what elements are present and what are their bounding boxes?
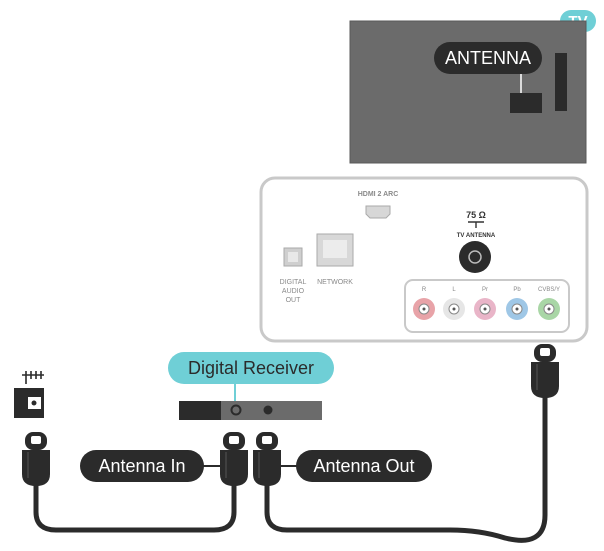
digital-receiver-label-pill (168, 352, 334, 384)
antenna-label: ANTENNA (445, 48, 531, 68)
cable-antenna-to-receiver (33, 482, 237, 533)
digital-receiver-label: Digital Receiver (188, 358, 314, 378)
cable-receiver-to-tv (264, 395, 548, 543)
tv-antenna-port (459, 241, 491, 273)
rca-jack-cvbs (538, 298, 560, 320)
digital-audio-label-line2: AUDIO (282, 288, 305, 295)
rca-label-l: L (452, 287, 456, 293)
digital-receiver: Digital Receiver (168, 352, 334, 420)
antenna-symbol-icon (468, 221, 484, 228)
antenna-mast-icon (22, 371, 44, 384)
antenna-in-label: Antenna In (98, 456, 185, 476)
antenna-port-block (510, 93, 542, 113)
tv-stand-bar (555, 53, 567, 111)
receiver-antenna-in-port (230, 404, 242, 416)
receiver-antenna-out-port (263, 405, 273, 415)
rca-jack-pr (474, 298, 496, 320)
tv-antenna-label: TV ANTENNA (457, 233, 496, 239)
rca-jack-l (443, 298, 465, 320)
digital-audio-label-line3: OUT (286, 297, 302, 304)
antenna-in-callout: Antenna In (80, 450, 221, 482)
network-port (316, 233, 354, 267)
coax-plug-tv (531, 344, 559, 398)
digital-audio-port (283, 247, 303, 267)
digital-audio-label-line1: DIGITAL (280, 279, 307, 286)
impedance-label: 75 Ω (466, 210, 486, 220)
wall-antenna-outlet (14, 371, 44, 418)
coax-plug-receiver-out (253, 432, 281, 486)
rca-jack-pb (506, 298, 528, 320)
rca-jack-r (413, 298, 435, 320)
rca-label-r: R (422, 287, 427, 293)
coax-plug-receiver-in (220, 432, 248, 486)
rca-label-pr: Pr (482, 287, 488, 293)
rca-label-cvbs: CVBS/Y (538, 287, 560, 293)
antenna-label-pill (434, 42, 542, 74)
hdmi-port (365, 205, 391, 219)
tv-body: ANTENNA (349, 20, 587, 164)
coax-plug-wall (22, 432, 50, 486)
antenna-out-label: Antenna Out (313, 456, 414, 476)
rca-label-pb: Pb (513, 287, 521, 293)
hdmi-label: HDMI 2 ARC (358, 191, 399, 198)
antenna-out-callout: Antenna Out (281, 450, 432, 482)
connector-panel: HDMI 2 ARC 75 Ω TV ANTENNA DIGITAL AUDIO… (259, 176, 589, 343)
network-label: NETWORK (317, 279, 353, 286)
